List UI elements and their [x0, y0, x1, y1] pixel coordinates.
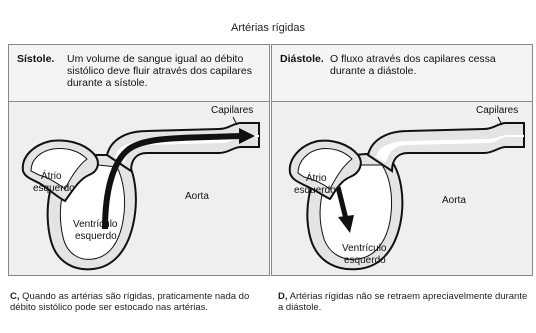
systole-heart-diagram: Capilares Átrio esquerdo Ventrículo esqu… [21, 105, 260, 271]
figure-title: Artérias rígidas [231, 22, 305, 34]
diastole-filling-arrow [335, 186, 349, 220]
ventricle-label-2: esquerdo [75, 231, 117, 242]
atrium-label-2: esquerdo [294, 185, 336, 196]
caption-c-text: Quando as artérias são rígidas, praticam… [10, 291, 250, 313]
atrium-label-1: Átrio [41, 169, 62, 182]
aorta-label: Aorta [442, 195, 466, 206]
caption-d: D, Artérias rígidas não se retraem aprec… [278, 291, 530, 313]
diastole-description: O fluxo através dos capilares cessa dura… [330, 53, 496, 77]
diastole-header: Diástole. O fluxo através dos capilares … [272, 45, 532, 102]
diastole-arrowhead [338, 215, 354, 233]
atrium-label-2: esquerdo [33, 183, 75, 194]
systole-header: Sístole. Um volume de sangue igual ao dé… [9, 45, 269, 102]
aorta-label: Aorta [185, 191, 209, 202]
diastole-phase-label: Diástole. [280, 53, 324, 65]
ventricle-label-1: Ventrículo [73, 219, 118, 230]
capillaries-label: Capilares [211, 105, 253, 116]
ventricle-label-1: Ventrículo [342, 243, 387, 254]
systole-panel: Sístole. Um volume de sangue igual ao dé… [8, 44, 270, 276]
systole-description: Um volume de sangue igual ao débito sist… [67, 53, 253, 89]
systole-phase-label: Sístole. [17, 53, 55, 65]
aorta [366, 122, 525, 173]
capillaries-pointer [497, 116, 503, 126]
caption-c-letter: C, [10, 291, 20, 302]
caption-d-letter: D, [278, 291, 288, 302]
capillaries-pointer [232, 116, 238, 126]
caption-d-text: Artérias rígidas não se retraem apreciav… [278, 291, 528, 313]
ventricle-label-2: esquerdo [344, 255, 386, 266]
diastole-heart-diagram: Capilares Átrio esquerdo Ventrículo esqu… [288, 105, 525, 271]
diastole-panel: Diástole. O fluxo através dos capilares … [271, 44, 533, 276]
caption-c: C, Quando as artérias são rígidas, prati… [10, 291, 262, 313]
capillaries-label: Capilares [476, 105, 518, 116]
systole-arrowhead [239, 128, 255, 144]
systole-flow-arrow [102, 133, 242, 230]
atrium-label-1: Átrio [306, 171, 327, 184]
